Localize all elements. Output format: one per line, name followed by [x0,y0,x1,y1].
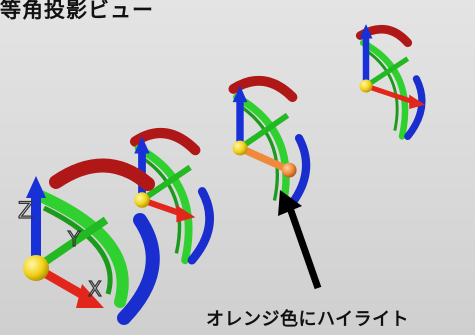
x-axis-arrow[interactable] [365,83,415,105]
y-axis-arrow[interactable] [364,56,410,89]
transform-gizmo-2[interactable] [129,127,214,265]
rotate-x-arc[interactable] [228,75,298,103]
transform-gizmo-4[interactable] [355,24,426,140]
x-axis-arrowhead-highlighted[interactable] [281,162,297,178]
rotate-y-arc-inner[interactable] [42,205,113,295]
transform-gizmo-1[interactable]: Z Y X [17,158,160,325]
z-axis-arrowhead[interactable] [134,136,150,154]
rotate-y-arc[interactable] [134,144,193,265]
z-axis-arrowhead[interactable] [359,24,373,39]
z-axis-arrowhead[interactable] [26,176,46,198]
rotate-z-arc[interactable] [117,213,160,325]
rotate-y-arc-inner[interactable] [366,50,399,131]
rotate-x-arc[interactable] [49,158,155,191]
transform-gizmo-3[interactable] [228,75,311,212]
rotate-y-arc-inner[interactable] [142,157,182,254]
rotate-x-arc[interactable] [129,127,201,156]
callout-arrow [278,190,322,290]
rotate-y-arc-inner[interactable] [240,105,279,201]
x-axis-arrowhead[interactable] [409,94,426,110]
z-axis-arrowhead[interactable] [232,85,248,103]
rotate-y-arc[interactable] [30,188,129,308]
rotate-y-arc[interactable] [233,93,290,211]
y-axis-arrow[interactable] [140,164,192,203]
y-axis-arrow[interactable] [238,112,290,151]
x-axis-arrow-highlighted[interactable] [238,144,290,173]
gizmo-center-handle[interactable] [134,192,150,208]
highlight-caption: オレンジ色にハイライト [206,309,410,330]
rotate-y-arc[interactable] [359,39,409,140]
y-axis-letter: Y [67,227,81,251]
y-axis-arrow[interactable] [33,216,109,272]
gizmo-center-handle[interactable] [23,255,49,281]
gizmo-center-handle[interactable] [359,79,373,93]
x-axis-arrowhead[interactable] [176,205,196,223]
gizmo-center-handle[interactable] [232,140,248,156]
x-axis-letter: X [88,277,102,301]
x-axis-arrowhead[interactable] [76,284,104,308]
view-title: 等角投影ビュー [0,0,154,22]
z-axis-letter: Z [18,199,33,224]
rotate-z-arc[interactable] [187,187,214,265]
rotate-z-arc[interactable] [404,75,426,140]
